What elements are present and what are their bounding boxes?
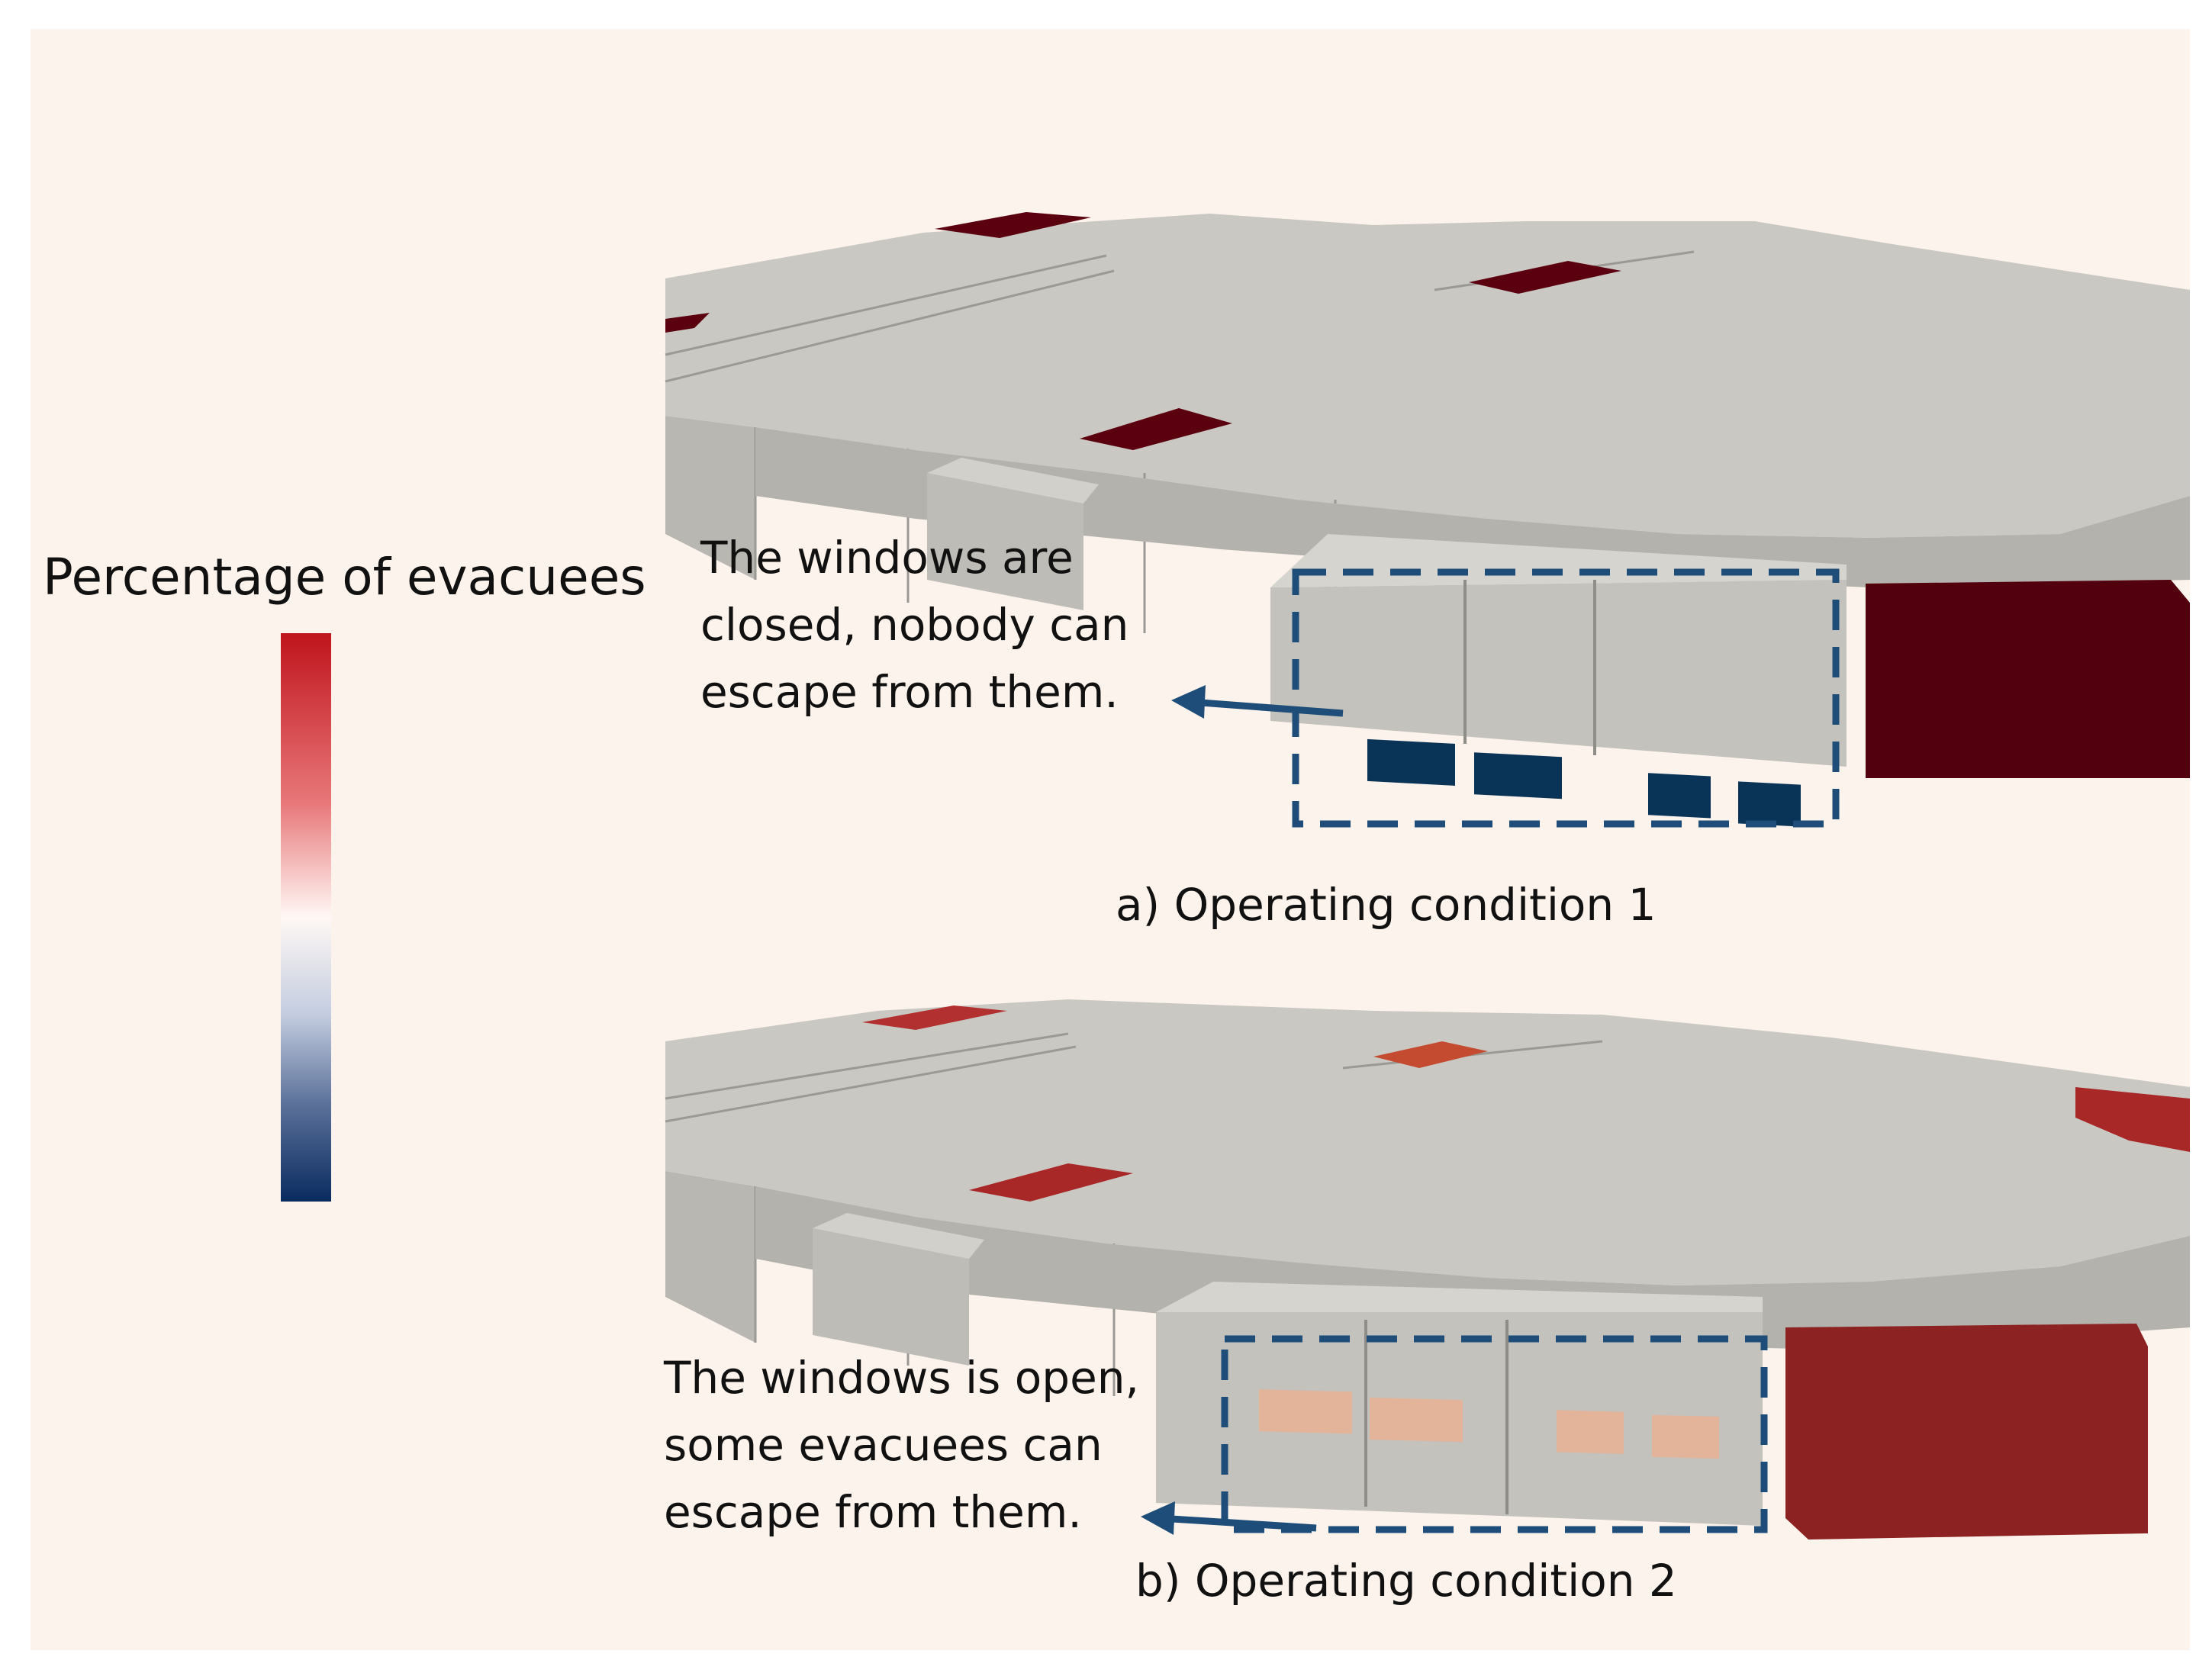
exit-roof-a3 <box>1080 408 1232 450</box>
building-roof-b <box>665 999 2190 1285</box>
note-b-line: some evacuees can <box>664 1419 1103 1471</box>
annotation-note-a: The windows are closed, nobody can escap… <box>700 524 1129 726</box>
panel-b <box>665 999 2190 1539</box>
note-a-line: closed, nobody can <box>700 599 1129 651</box>
building-front-wall-b <box>755 1186 2190 1350</box>
annotation-note-b: The windows is open, some evacuees can e… <box>664 1344 1139 1546</box>
building-wall-b <box>665 1171 755 1343</box>
annotation-arrow-a <box>1190 698 1344 717</box>
caption-b: b) Operating condition 2 <box>1135 1555 1677 1607</box>
window-a1 <box>1367 738 1455 786</box>
building-wall-a <box>665 416 755 580</box>
note-b-line: The windows is open, <box>664 1352 1139 1404</box>
window-a2 <box>1474 752 1562 800</box>
panel-a <box>665 212 2190 828</box>
exit-roof-a1 <box>935 212 1091 238</box>
exit-roof-b1 <box>862 1005 1007 1030</box>
box-left-b <box>813 1228 969 1366</box>
legend-title: Percentage of evacuees <box>43 548 646 606</box>
note-b-line: escape from them. <box>664 1486 1082 1538</box>
arrow-head-b <box>1141 1501 1175 1535</box>
arrow-head-a <box>1171 685 1206 719</box>
exit-roof-a4 <box>665 313 710 333</box>
window-b1 <box>1259 1389 1352 1434</box>
colorbar <box>281 633 331 1202</box>
window-a4 <box>1738 781 1801 827</box>
window-b3 <box>1557 1410 1624 1454</box>
exit-roof-b4 <box>2075 1087 2190 1152</box>
box-left-top-a <box>927 458 1099 504</box>
room-block-a <box>1270 580 1847 767</box>
note-a-line: escape from them. <box>700 666 1119 718</box>
window-a3 <box>1648 773 1711 819</box>
box-left-top-b <box>813 1213 984 1259</box>
exit-roof-a2 <box>1469 261 1621 294</box>
note-a-line: The windows are <box>700 532 1074 584</box>
annotation-box-a <box>1292 568 1840 828</box>
room-divider-a <box>1463 580 1596 755</box>
annotation-arrow-b <box>1159 1514 1317 1532</box>
room-divider-b <box>1364 1320 1508 1514</box>
caption-a: a) Operating condition 1 <box>1116 879 1657 931</box>
building-front-wall-a <box>755 427 2190 587</box>
exit-block-a <box>1866 580 2190 778</box>
exit-roof-b2 <box>1373 1041 1488 1068</box>
box-left-a <box>927 473 1083 610</box>
exit-block-b <box>1785 1324 2148 1539</box>
window-b2 <box>1370 1398 1463 1443</box>
window-b4 <box>1652 1414 1719 1459</box>
room-block-top-b <box>1156 1282 1763 1312</box>
exit-roof-b3 <box>969 1163 1133 1202</box>
building-roof-a <box>665 214 2190 538</box>
annotation-box-b <box>1221 1335 1768 1533</box>
